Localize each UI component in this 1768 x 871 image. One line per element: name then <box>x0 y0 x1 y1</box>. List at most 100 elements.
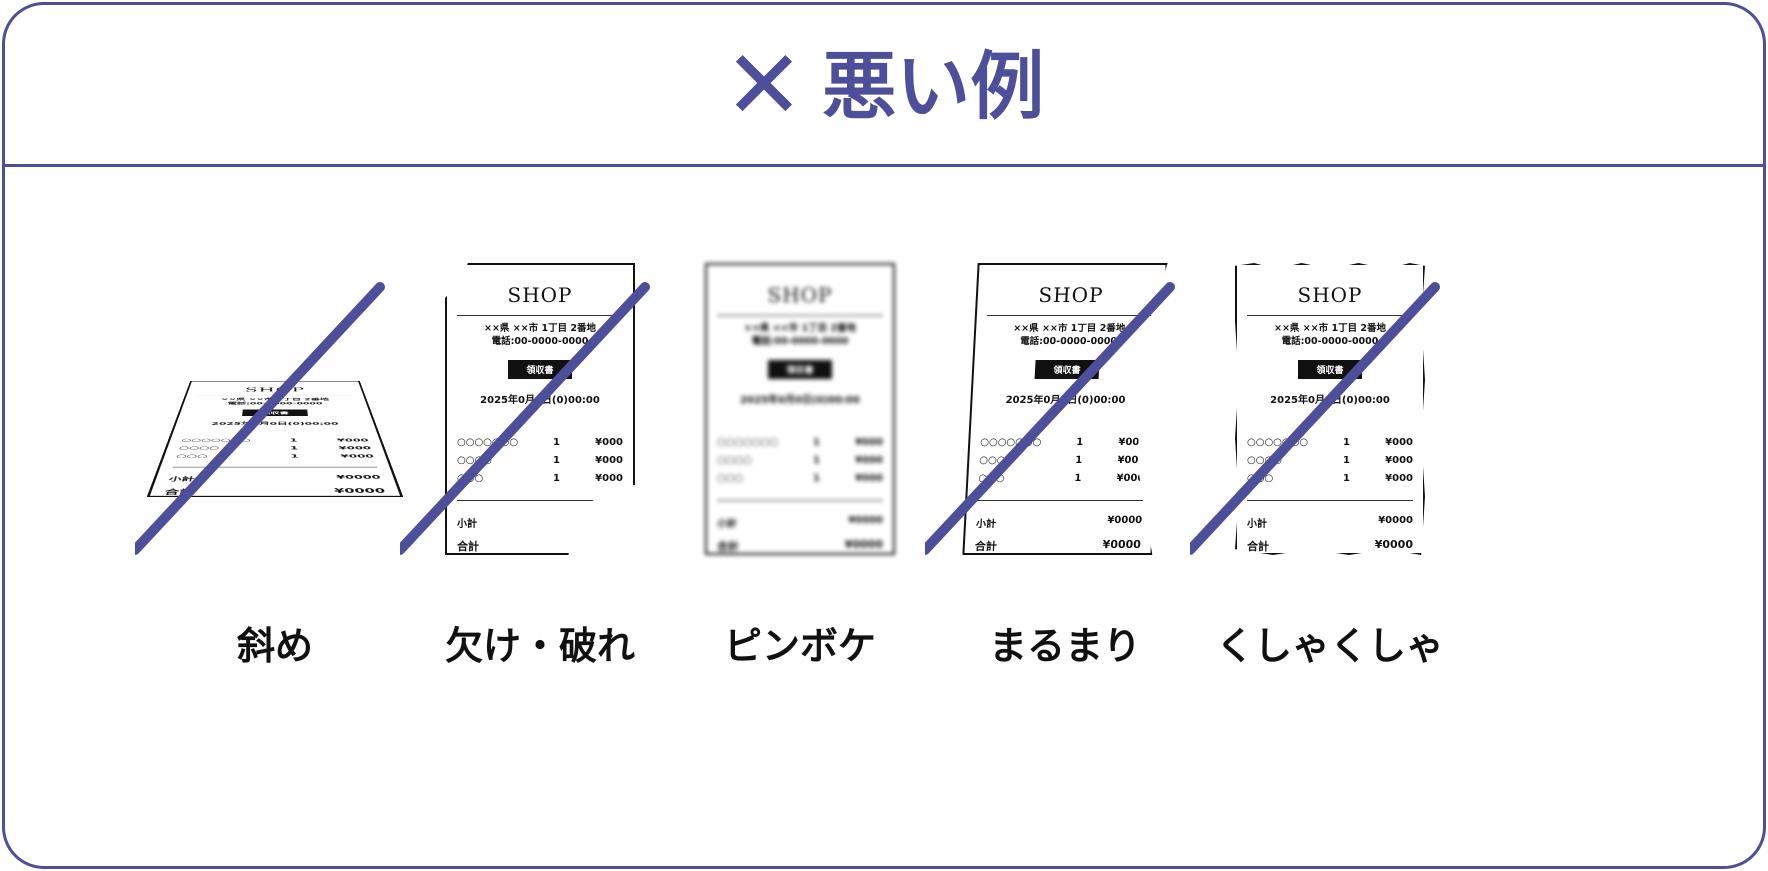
item-price: ¥000 <box>336 438 370 443</box>
receipt-address: ××県 ××市 1丁目 2番地 <box>744 323 856 334</box>
item-qty: 1 <box>1343 455 1350 466</box>
cross-icon: ✕ <box>723 29 805 141</box>
receipt-row: ○○○○○○○1¥000 <box>180 437 370 445</box>
subtotal-label: 小計 <box>167 476 196 483</box>
item-qty: 1 <box>553 473 560 484</box>
item-price: ¥000 <box>1118 437 1147 448</box>
receipt-title: 領収書 <box>1298 360 1362 379</box>
item-price: ¥000 <box>1117 455 1146 466</box>
item-qty: 1 <box>1075 437 1084 448</box>
subtotal-label: 小計 <box>975 519 997 530</box>
item-name: ○○○ <box>175 453 208 459</box>
item-name: ○○○ <box>717 473 744 484</box>
total-value: ¥0000 <box>844 538 883 551</box>
item-qty: 1 <box>290 453 299 459</box>
item-name: ○○○○ <box>457 455 492 466</box>
receipt-row: ○○○○ 1 ¥000 <box>178 444 373 452</box>
item-qty: 1 <box>289 438 298 443</box>
receipt-illustration: SHOP ××県 ××市 1丁目 2番地 電話:00-0000-0000 領収書… <box>1235 263 1425 555</box>
total-label: 合計 <box>717 540 739 553</box>
receipt-phone: 電話:00-0000-0000 <box>751 336 849 347</box>
item-qty: 1 <box>553 455 560 466</box>
total-value: ¥0000 <box>584 538 623 551</box>
item-price: ¥000 <box>595 473 623 484</box>
example-item: SHOP ××県 ××市 1丁目 2番地 電話:00-0000-0000 領収書… <box>660 255 940 675</box>
receipt-date: 2025年0月0日(0)00:00 <box>1270 395 1390 406</box>
receipt-row: ○○○1¥000 <box>978 470 1145 488</box>
item-name: ○○○ <box>457 473 484 484</box>
item-name: ○○○○○○○ <box>1247 437 1309 448</box>
receipt-address: ××県 ××市 1丁目 2番地 <box>484 323 596 334</box>
header-divider <box>2 164 1766 167</box>
receipt-title: 領収書 <box>508 360 572 379</box>
item-name: ○○○○ <box>178 445 220 451</box>
receipt-phone: 電話:00-0000-0000 <box>1019 336 1118 347</box>
total-label: 合計 <box>163 488 195 496</box>
item-name: ○○○○○○○ <box>979 437 1042 448</box>
item-price: ¥000 <box>338 445 372 451</box>
receipt-date: 2025年0月0日(0)00:00 <box>740 395 860 406</box>
receipt-phone: 電話:00-0000-0000 <box>1281 336 1379 347</box>
receipt-address: ××県 ××市 1丁目 2番地 <box>1274 323 1386 334</box>
subtotal-label: 小計 <box>717 519 737 530</box>
section-title: ✕悪い例 <box>0 37 1768 133</box>
receipt-date: 2025年0月0日(0)00:00 <box>210 421 340 426</box>
example-item: SHOP ××県 ××市 1丁目 2番地 電話:00-0000-0000 領収書… <box>135 255 415 675</box>
receipt-illustration: SHOP ××県 ××市 1丁目 2番地 電話:00-0000-0000 領収書… <box>962 263 1167 555</box>
example-item: SHOP ××県 ××市 1丁目 2番地 電話:00-0000-0000 領収書… <box>925 255 1205 675</box>
example-label: 斜め <box>236 624 313 668</box>
total-label: 合計 <box>457 540 479 553</box>
example-item: SHOP ××県 ××市 1丁目 2番地 電話:00-0000-0000 領収書… <box>400 255 680 675</box>
item-qty: 1 <box>1343 473 1350 484</box>
receipt-phone: 電話:00-0000-0000 <box>491 336 589 347</box>
receipt-row: ○○○○○○○1¥000 <box>717 434 883 452</box>
item-price: ¥000 <box>855 473 883 484</box>
subtotal-value: ¥0000 <box>848 515 883 526</box>
subtotal-label: 小計 <box>1247 519 1267 530</box>
item-qty: 1 <box>1343 437 1350 448</box>
total-value: ¥0000 <box>1102 538 1142 551</box>
receipt-row: ○○○1¥000 <box>175 452 375 460</box>
receipt-row: ○○○○○○○ 1 ¥000 <box>980 434 1147 452</box>
receipt-address: ××県 ××市 1丁目 2番地 <box>1012 323 1126 334</box>
receipt-row: ○○○○○○○1¥000 <box>1247 434 1413 452</box>
item-qty: 1 <box>289 445 299 451</box>
example-item: SHOP ××県 ××市 1丁目 2番地 電話:00-0000-0000 領収書… <box>1190 255 1470 675</box>
receipt-row: ○○○1¥000 <box>1247 470 1413 488</box>
item-name: ○○○○○○○ <box>717 437 779 448</box>
item-qty: 1 <box>813 473 820 484</box>
receipt-date: 2025年0月0日(0)00:00 <box>1005 395 1126 406</box>
example-label: くしゃくしゃ <box>1215 624 1444 668</box>
item-price: ¥000 <box>855 437 883 448</box>
item-price: ¥000 <box>1385 473 1413 484</box>
receipt-row: ○○○○ 1 ¥000 <box>457 452 623 470</box>
receipt-illustration: SHOP ××県 ××市 1丁目 2番地 電話:00-0000-0000 領収書… <box>705 263 895 555</box>
receipt-illustration: SHOP ××県 ××市 1丁目 2番地 電話:00-0000-0000 領収書… <box>445 263 635 555</box>
item-price: ¥000 <box>855 455 883 466</box>
receipt-row: ○○○ 1 ¥000 <box>717 470 883 488</box>
example-label: ピンボケ <box>723 624 876 668</box>
subtotal-value: ¥0000 <box>1378 515 1413 526</box>
item-qty: 1 <box>1074 473 1082 484</box>
receipt-shop: SHOP <box>1247 283 1413 316</box>
item-qty: 1 <box>553 437 560 448</box>
item-qty: 1 <box>1075 455 1083 466</box>
item-qty: 1 <box>813 455 820 466</box>
item-name: ○○○○ <box>979 455 1015 466</box>
receipt-row: ○○○ 1 ¥000 <box>457 470 623 488</box>
item-price: ¥000 <box>1385 455 1413 466</box>
receipt-row: ○○○○ 1 ¥000 <box>1247 452 1413 470</box>
example-label: 欠け・破れ <box>444 624 635 668</box>
receipt-shop: SHOP <box>196 386 354 396</box>
item-name: ○○○○ <box>1247 455 1282 466</box>
receipt-title: 領収書 <box>1035 360 1100 379</box>
item-price: ¥000 <box>595 455 623 466</box>
example-label: まるまり <box>988 624 1141 668</box>
receipt-illustration: SHOP ××県 ××市 1丁目 2番地 電話:00-0000-0000 領収書… <box>146 380 404 497</box>
subtotal-value: ¥0000 <box>1107 515 1143 526</box>
subtotal-label: 小計 <box>457 519 477 530</box>
item-price: ¥000 <box>595 437 623 448</box>
title-text: 悪い例 <box>822 44 1045 130</box>
receipt-shop: SHOP <box>987 283 1155 316</box>
